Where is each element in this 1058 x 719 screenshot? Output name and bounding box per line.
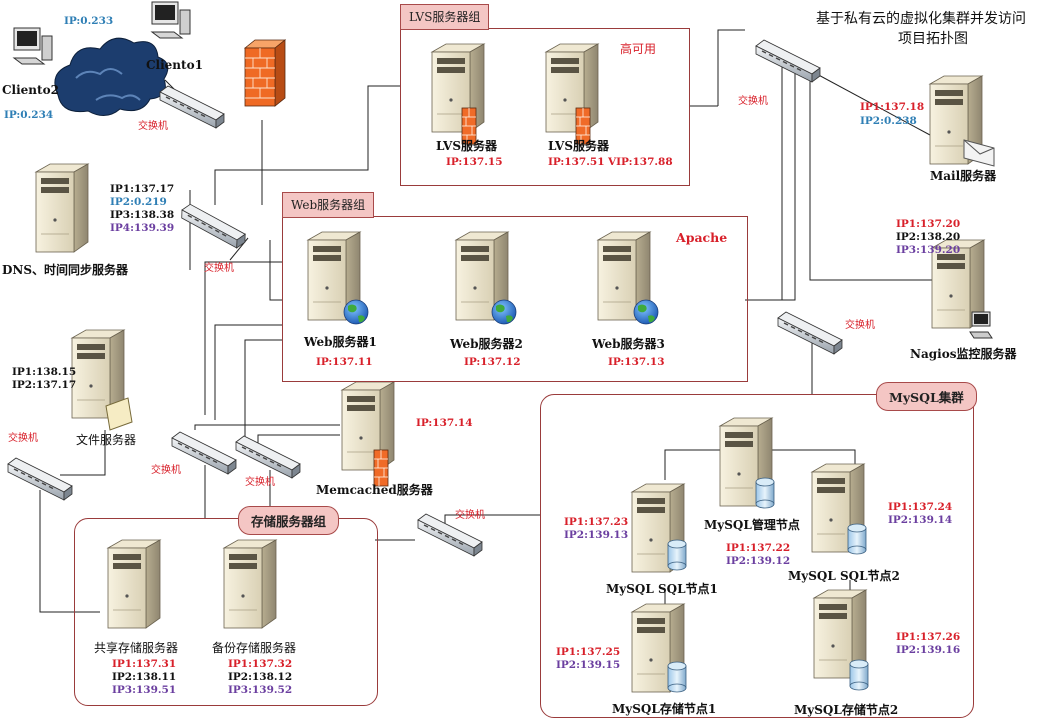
mysql-sql1-label: MySQL SQL节点1 [606,582,718,596]
dns-ip1: IP1:137.17 [110,183,175,195]
switch-icon [777,311,843,355]
switch-icon [159,85,225,129]
mysql-sql1-ip1: IP1:137.23 [564,516,629,528]
storage-group-tab: 存储服务器组 [238,506,340,535]
memcached-server-label: Memcached服务器 [316,483,433,497]
shared-storage-ip3: IP3:139.51 [112,684,177,696]
lvs-group-tab: LVS服务器组 [400,4,490,30]
nagios-ip1: IP1:137.20 [896,218,961,230]
dns-ip4: IP4:139.39 [110,222,175,234]
web-server-3-ip: IP:137.13 [608,356,665,368]
apache-label: Apache [676,230,728,245]
client-pc-icon [12,27,53,65]
internet-cloud [54,37,169,116]
dns-ip3: IP3:138.38 [110,209,175,221]
backup-storage-ip1: IP1:137.32 [228,658,293,670]
lvs-server-2-ip: IP:137.51 [548,156,605,168]
mysql-st2-ip2: IP2:139.16 [896,644,961,656]
mysql-st1-ip1: IP1:137.25 [556,646,621,658]
switch-label: 交换机 [245,477,275,488]
memcached-ip: IP:137.14 [416,417,473,429]
monitor-pc-icon [969,311,993,339]
mysql-mgmt-ip2: IP2:139.12 [726,555,791,567]
ha-label: 高可用 [620,42,657,56]
mysql-st1-ip2: IP2:139.15 [556,659,621,671]
firewall-icon [243,39,287,107]
nagios-ip3: IP3:139.20 [896,244,961,256]
mail-ip1: IP1:137.18 [860,101,925,113]
mysql-sql2-ip2: IP2:139.14 [888,514,953,526]
mysql-sql2-ip1: IP1:137.24 [888,501,953,513]
switch-label: 交换机 [845,320,875,331]
web-server-1-label: Web服务器1 [304,335,377,349]
file-server-label: 文件服务器 [76,433,137,447]
mysql-st2-label: MySQL存储节点2 [794,703,899,717]
file-ip1: IP1:138.15 [12,366,77,378]
file-ip2: IP2:137.17 [12,379,77,391]
web-group-frame [282,216,748,382]
mail-ip2: IP2:0.238 [860,115,917,127]
backup-storage-label: 备份存储服务器 [212,641,297,655]
storage-group-frame [74,518,378,706]
switch-label: 交换机 [8,433,38,444]
web-server-2-ip: IP:137.12 [464,356,521,368]
mysql-group-tab: MySQL集群 [876,382,977,411]
shared-storage-label: 共享存储服务器 [94,641,179,655]
mysql-group-frame [540,394,974,718]
shared-storage-ip1: IP1:137.31 [112,658,177,670]
switch-label: 交换机 [151,465,181,476]
backup-storage-ip2: IP2:138.12 [228,671,293,683]
dns-server-label: DNS、时间同步服务器 [2,263,129,277]
switch-label: 交换机 [204,263,234,274]
web-server-2-label: Web服务器2 [450,337,523,351]
switch-icon [755,39,821,83]
client-ip: IP:0.233 [64,15,114,27]
mysql-sql2-label: MySQL SQL节点2 [788,569,900,583]
web-server-1-ip: IP:137.11 [316,356,373,368]
client-label: Cliento2 [2,83,59,97]
mail-envelope-icon [963,139,995,167]
firewall-icon [373,449,389,487]
client-pc-icon [150,1,191,39]
client-label: Cliento1 [146,58,203,72]
diagram-title-line2: 项目拓扑图 [898,31,968,47]
mysql-mgmt-ip1: IP1:137.22 [726,542,791,554]
mysql-mgmt-label: MySQL管理节点 [704,518,800,532]
lvs-server-2-label: LVS服务器 [548,139,609,153]
mail-server-label: Mail服务器 [930,169,997,183]
nagios-ip2: IP2:138.20 [896,231,961,243]
lvs-server-1-label: LVS服务器 [436,139,497,153]
web-server-3-label: Web服务器3 [592,337,665,351]
client-ip: IP:0.234 [4,109,54,121]
mysql-st1-label: MySQL存储节点1 [612,702,717,716]
switch-icon [180,203,247,249]
backup-storage-ip3: IP3:139.52 [228,684,293,696]
lvs-server-2-vip: VIP:137.88 [608,156,673,168]
switch-icon [235,435,301,479]
switch-label: 交换机 [138,121,168,132]
dns-ip2: IP2:0.219 [110,196,167,208]
lvs-server-1-ip: IP:137.15 [446,156,503,168]
switch-label: 交换机 [738,96,768,107]
nagios-server-label: Nagios监控服务器 [910,347,1017,361]
mysql-st2-ip1: IP1:137.26 [896,631,961,643]
web-group-tab: Web服务器组 [282,192,375,218]
dns-server-icon [35,163,89,253]
switch-label: 交换机 [455,510,485,521]
diagram-title-line1: 基于私有云的虚拟化集群并发访问 [816,11,1026,27]
shared-storage-ip2: IP2:138.11 [112,671,177,683]
lvs-group-frame [400,28,690,186]
mysql-sql1-ip2: IP2:139.13 [564,529,629,541]
switch-icon [171,431,237,475]
folder-icon [105,397,133,431]
